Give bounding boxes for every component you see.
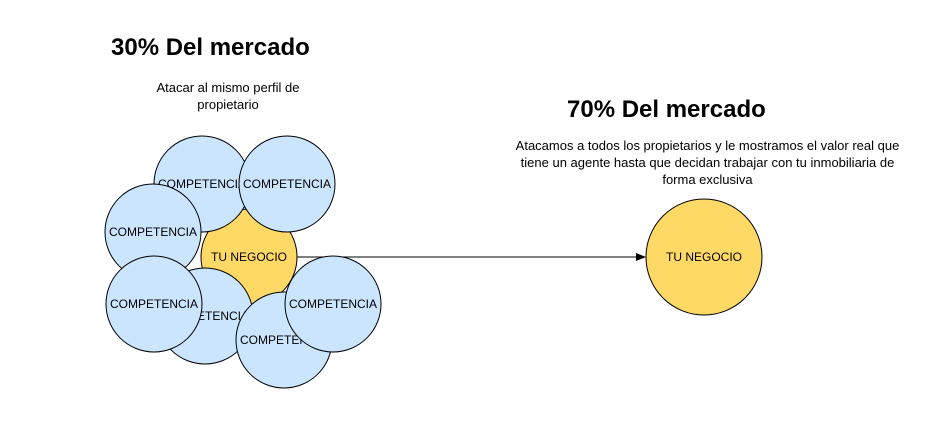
competitor-label: COMPETENCIA	[243, 177, 331, 191]
competitor-label: COMPETENCIA	[158, 177, 246, 191]
right-subtitle: Atacamos a todos los propietarios y le m…	[515, 138, 900, 187]
left-title: 30% Del mercado	[111, 34, 310, 61]
business-node-right[interactable]: TU NEGOCIO	[645, 198, 763, 316]
right-title: 70% Del mercado	[567, 96, 766, 123]
competitor-label: COMPETENCIA	[289, 297, 377, 311]
competitor-node-bottom-left[interactable]: COMPETENCIA	[105, 255, 203, 353]
competitor-label: COMPETENCIA	[109, 225, 197, 239]
business-node-left-label: TU NEGOCIO	[211, 250, 287, 264]
competitor-node-right[interactable]: COMPETENCIA	[284, 255, 382, 353]
competitor-label: COMPETENCIA	[110, 297, 198, 311]
business-node-right-label: TU NEGOCIO	[666, 250, 742, 264]
left-subtitle: Atacar al mismo perfil de propietario	[156, 80, 300, 112]
competitor-node-top-right[interactable]: COMPETENCIA	[238, 135, 336, 233]
